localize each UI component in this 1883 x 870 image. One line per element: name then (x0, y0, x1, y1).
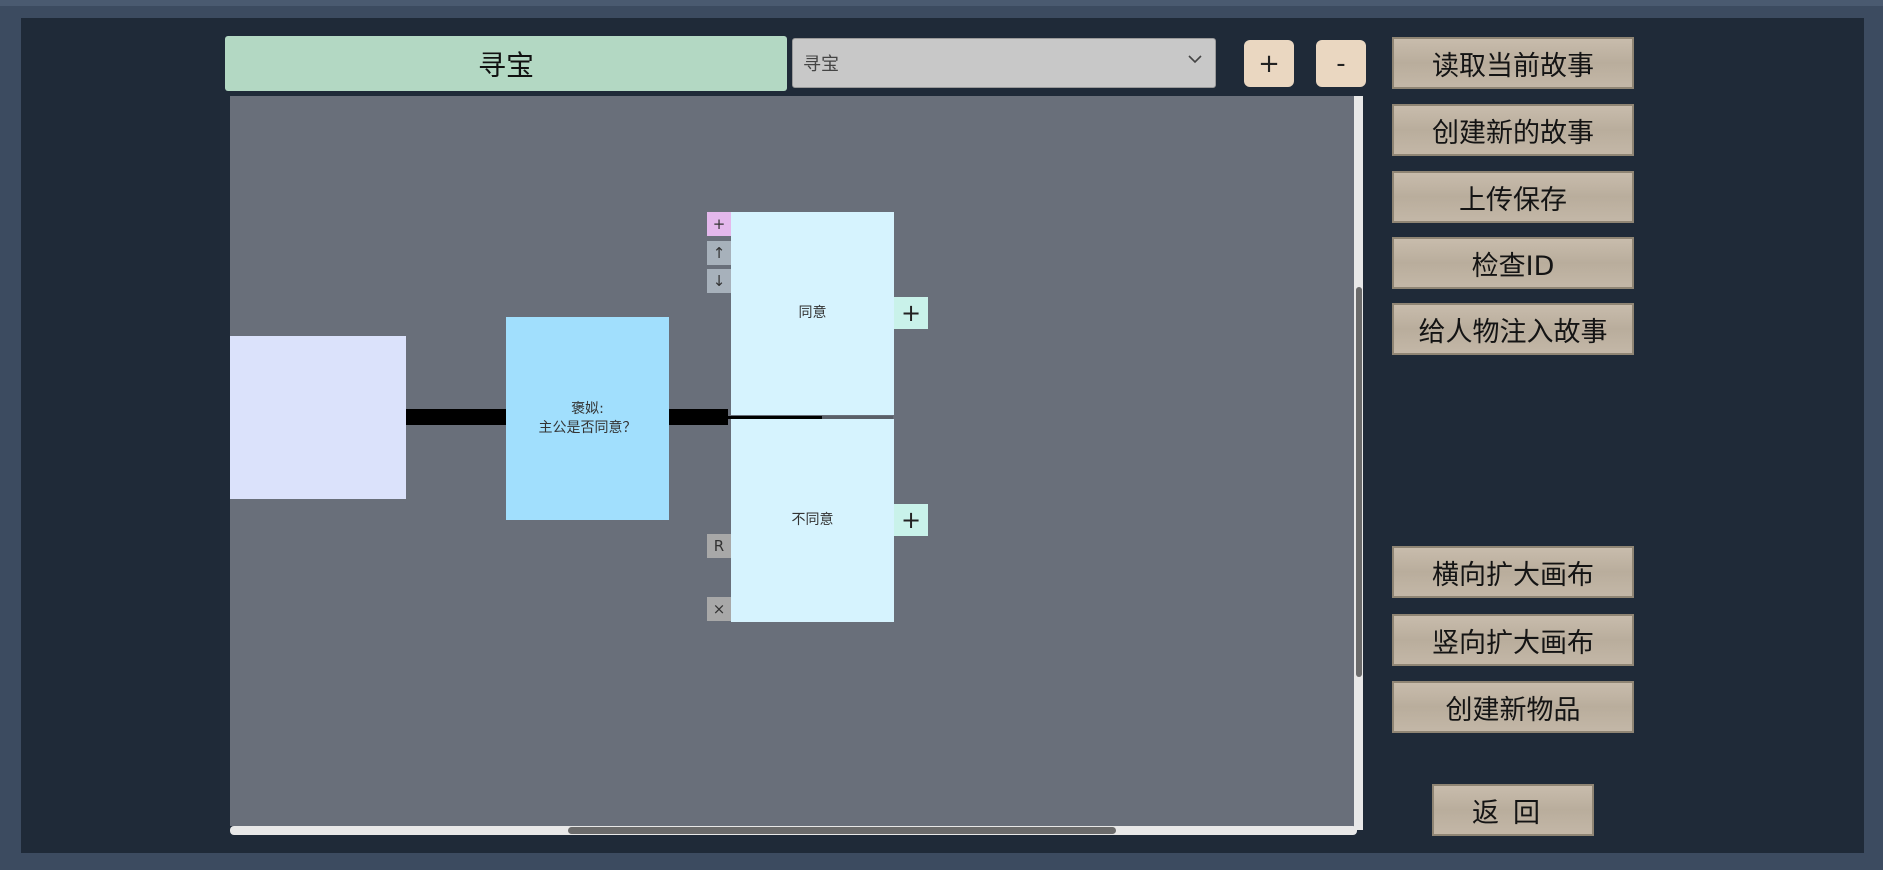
reset-button[interactable]: R (707, 534, 731, 558)
story-canvas[interactable]: 褒姒: 主公是否同意？ 同意 不同意 + ↑ ↓ R × + + (230, 96, 1357, 826)
dialogue-node[interactable]: 褒姒: 主公是否同意？ (506, 317, 669, 520)
move-up-button[interactable]: ↑ (707, 241, 731, 265)
choice-node-agree[interactable]: 同意 (731, 212, 894, 415)
expand-vertical-button[interactable]: 竖向扩大画布 (1392, 614, 1634, 666)
read-story-button[interactable]: 读取当前故事 (1392, 37, 1634, 89)
create-story-button[interactable]: 创建新的故事 (1392, 104, 1634, 156)
connector-dialogue-choices (668, 409, 728, 425)
return-button[interactable]: 返回 (1432, 784, 1594, 836)
zoom-out-button[interactable]: - (1316, 40, 1366, 87)
choice-node-disagree[interactable]: 不同意 (731, 419, 894, 622)
connector-choice-split (728, 416, 822, 419)
connector-choice-split-tail (822, 416, 893, 419)
connector-start-dialogue (406, 409, 506, 425)
story-title: 寻宝 (225, 36, 787, 91)
vertical-scrollbar-thumb[interactable] (1356, 287, 1362, 677)
zoom-in-button[interactable]: + (1244, 40, 1294, 87)
inject-story-button[interactable]: 给人物注入故事 (1392, 303, 1634, 355)
move-down-button[interactable]: ↓ (707, 269, 731, 293)
check-id-button[interactable]: 检查ID (1392, 237, 1634, 289)
story-select[interactable]: 寻宝 (792, 38, 1216, 88)
window-top-strip (0, 0, 1883, 6)
create-item-button[interactable]: 创建新物品 (1392, 681, 1634, 733)
story-select-value: 寻宝 (803, 54, 839, 75)
add-node-button[interactable]: + (707, 212, 731, 236)
expand-horizontal-button[interactable]: 横向扩大画布 (1392, 546, 1634, 598)
add-child-agree-button[interactable]: + (894, 297, 928, 329)
start-node[interactable] (230, 336, 406, 499)
chevron-down-icon (1188, 55, 1202, 64)
add-child-disagree-button[interactable]: + (894, 504, 928, 536)
horizontal-scrollbar-thumb[interactable] (568, 827, 1116, 834)
delete-node-button[interactable]: × (707, 597, 731, 621)
upload-save-button[interactable]: 上传保存 (1392, 171, 1634, 223)
